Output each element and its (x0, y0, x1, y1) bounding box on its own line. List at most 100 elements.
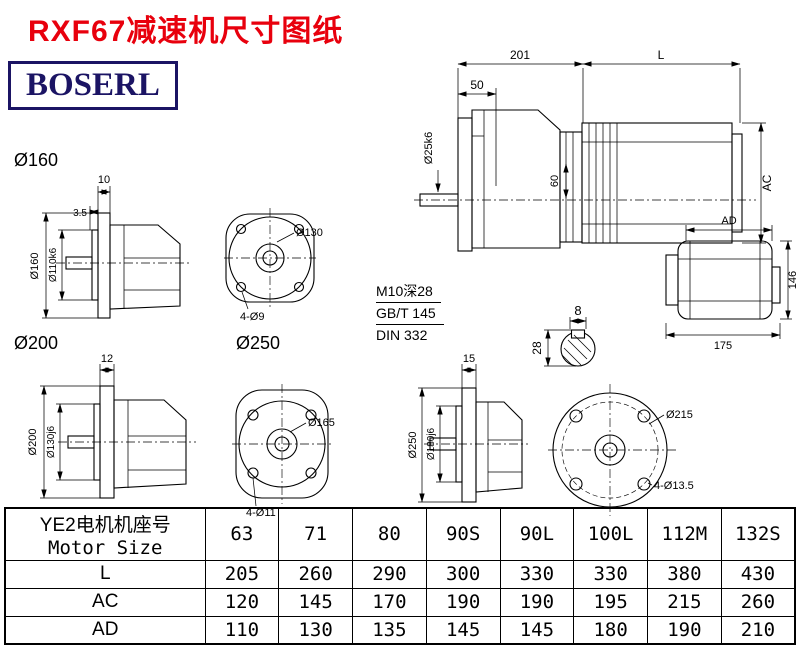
dim-value-cell: 290 (352, 559, 427, 589)
dim-201: 201 (510, 48, 530, 62)
frame-size-cell: 112M (647, 507, 722, 561)
note-din-standard: DIN 332 (376, 327, 428, 343)
flange160-side-view: 10 3.5 Ø160 Ø110k6 (29, 174, 191, 319)
dimension-table: YE2电机机座号 Motor Size 63 71 80 90S 90L 100… (4, 507, 796, 645)
rear-view-outline (665, 240, 781, 320)
dim-value-cell: 380 (647, 559, 722, 589)
flange160-front-dimensions: Ø130 4-Ø9 (240, 227, 323, 323)
dim-flange-thickness: 12 (101, 353, 113, 365)
dim-flange-od: Ø160 (29, 253, 41, 280)
dim-value-cell: 300 (425, 559, 501, 589)
dim-flange-thickness: 10 (98, 174, 110, 186)
shaft-key-section: 8 28 (530, 303, 596, 367)
dim-value-cell: 330 (573, 559, 648, 589)
flange250-front-outline (548, 384, 676, 516)
note-gb-standard: GB/T 145 (376, 303, 444, 325)
row-label: L (4, 559, 206, 589)
dim-value-cell: 195 (573, 587, 648, 617)
row-label: AC (4, 587, 206, 617)
flange250-dimensions: 15 Ø250 Ø180j6 (407, 353, 477, 503)
dim-L: L (658, 48, 665, 62)
dim-value-cell: 330 (499, 559, 575, 589)
flange200-front-dimensions: Ø165 4-Ø11 (246, 417, 335, 519)
dim-spigot-diameter: Ø180j6 (426, 427, 437, 460)
dim-value-cell: 190 (499, 587, 575, 617)
dim-value-cell: 260 (720, 587, 796, 617)
dim-front-circle: Ø130 (296, 227, 323, 239)
group-label-250: Ø250 (236, 333, 281, 353)
flange250-front-dimensions: Ø215 4-Ø13.5 (647, 409, 694, 492)
dim-50: 50 (470, 78, 484, 92)
flange200-side-view: 12 Ø200 Ø130j6 (27, 353, 196, 499)
flange200-outline (58, 385, 196, 499)
assembly-top-dimensions: 201 L 50 (457, 48, 741, 186)
motor-rear-view: AD 146 175 (665, 215, 799, 352)
shaft-section-outline (560, 329, 596, 367)
dim-spigot-depth: 3.5 (73, 208, 87, 219)
dim-value-cell: 170 (352, 587, 427, 617)
page-title: RXF67减速机尺寸图纸 (28, 15, 344, 48)
group-label-160: Ø160 (14, 150, 59, 170)
flange160-front-outline (224, 208, 316, 308)
frame-size-cell: 80 (352, 507, 427, 561)
flange250-side-view: 15 Ø250 Ø180j6 (407, 353, 528, 503)
dim-value-cell: 145 (425, 615, 501, 645)
dim-spigot-diameter: Ø130j6 (46, 425, 57, 458)
group-label-200: Ø200 (14, 333, 59, 353)
dim-front-circle: Ø215 (666, 409, 693, 421)
row-label: AD (4, 615, 206, 645)
flange160-outline (56, 212, 191, 319)
dim-shaft-diameter: Ø25k6 (423, 132, 435, 164)
dim-value-cell: 145 (499, 615, 575, 645)
shaft-section-dimensions: 8 28 (530, 303, 587, 367)
dim-value-cell: 210 (720, 615, 796, 645)
dim-value-cell: 205 (204, 559, 280, 589)
dim-value-cell: 215 (647, 587, 722, 617)
dim-spigot-diameter: Ø110k6 (48, 247, 59, 282)
dim-value-cell: 130 (278, 615, 353, 645)
dim-value-cell: 190 (647, 615, 722, 645)
flange160-front-view: Ø130 4-Ø9 (224, 208, 323, 323)
table-header-row: YE2电机机座号 Motor Size 63 71 80 90S 90L 100… (4, 507, 796, 561)
table-row-AC: AC 120 145 170 190 190 195 215 260 (4, 587, 796, 617)
table-row-AD: AD 110 130 135 145 145 180 190 210 (4, 615, 796, 645)
table-row-L: L 205 260 290 300 330 330 380 430 (4, 559, 796, 589)
dim-60: 60 (549, 175, 561, 187)
motor-size-header: YE2电机机座号 Motor Size (4, 507, 206, 561)
motor-size-header-cn: YE2电机机座号 (39, 514, 171, 536)
brand-logo: BOSERL (8, 61, 178, 110)
flange160-dimensions: 10 3.5 Ø160 Ø110k6 (29, 174, 111, 319)
frame-size-cell: 71 (278, 507, 353, 561)
dim-flange-od: Ø200 (27, 429, 39, 456)
dim-key-width: 8 (574, 303, 581, 318)
dim-bolt-holes: 4-Ø13.5 (654, 480, 694, 492)
frame-size-cell: 90S (425, 507, 501, 561)
assembly-side-dimensions: AC 60 Ø25k6 (423, 122, 774, 244)
dim-key-height: 28 (530, 341, 544, 355)
dim-AD: AD (721, 215, 736, 227)
dim-value-cell: 190 (425, 587, 501, 617)
dim-AC: AC (760, 174, 774, 191)
frame-size-cell: 132S (720, 507, 796, 561)
dim-value-cell: 180 (573, 615, 648, 645)
frame-size-cell: 90L (499, 507, 575, 561)
rear-view-dimensions: AD 146 175 (665, 215, 799, 352)
shaft-tap-notes: M10深28 GB/T 145 DIN 332 (376, 281, 444, 346)
flange250-outline (424, 387, 528, 503)
flange250-front-view: Ø215 4-Ø13.5 (548, 384, 694, 516)
dim-value-cell: 110 (204, 615, 280, 645)
frame-size-cell: 63 (204, 507, 280, 561)
dim-front-circle: Ø165 (308, 417, 335, 429)
dim-175: 175 (714, 340, 732, 352)
flange200-front-view: Ø165 4-Ø11 (232, 384, 335, 519)
dim-value-cell: 120 (204, 587, 280, 617)
dim-flange-od: Ø250 (407, 432, 419, 459)
dim-value-cell: 260 (278, 559, 353, 589)
flange200-dimensions: 12 Ø200 Ø130j6 (27, 353, 115, 499)
motor-size-header-en: Motor Size (48, 536, 163, 559)
dim-value-cell: 135 (352, 615, 427, 645)
dim-146: 146 (787, 271, 799, 289)
frame-size-cell: 100L (573, 507, 648, 561)
note-tap-hole: M10深28 (376, 281, 441, 303)
dim-bolt-holes: 4-Ø9 (240, 311, 264, 323)
